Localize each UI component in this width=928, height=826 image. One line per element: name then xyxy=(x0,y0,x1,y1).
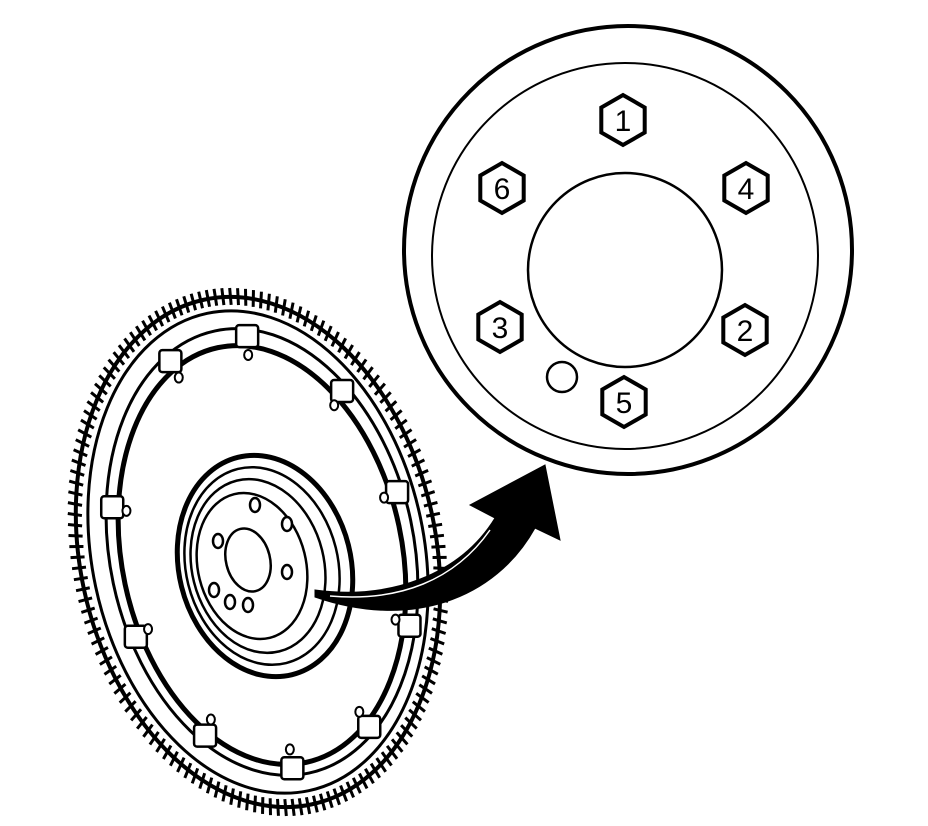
rim-hole xyxy=(173,371,184,384)
rim-hole xyxy=(379,491,390,504)
bolt-number-5: 5 xyxy=(616,387,633,420)
balance-tab xyxy=(384,479,410,505)
hub-ring-2 xyxy=(183,465,341,667)
rim-hole xyxy=(121,504,132,517)
balance-tab xyxy=(234,323,260,349)
balance-tab xyxy=(329,378,355,404)
bolt-head-4 xyxy=(722,160,770,216)
rim-hole xyxy=(284,743,295,756)
balance-tab xyxy=(356,714,382,740)
callout-arrow xyxy=(314,464,561,611)
bolt-number-3: 3 xyxy=(492,312,509,345)
hub-ring-4 xyxy=(195,491,309,641)
hub-bolt-hole xyxy=(241,596,255,614)
hub-bolt-holes xyxy=(207,496,294,614)
flywheel xyxy=(67,287,449,817)
rim-hole xyxy=(390,613,401,626)
balance-tabs xyxy=(99,323,422,781)
hub-center-bore xyxy=(224,527,272,593)
ring-gear-outer xyxy=(73,294,443,810)
hub-bolt-hole xyxy=(280,515,294,533)
bolt-head-3 xyxy=(476,299,524,355)
balance-tab xyxy=(280,755,305,781)
hub-bolt-hole xyxy=(211,532,225,550)
callout-arrow-highlight xyxy=(329,529,491,598)
bolt-head-1 xyxy=(599,92,647,148)
rim-hole xyxy=(143,623,154,636)
detail-center-bore xyxy=(526,171,724,369)
detail-dowel-hole xyxy=(545,360,579,394)
bolt-number-1: 1 xyxy=(615,105,632,138)
rim-hole xyxy=(243,348,254,361)
bolt-number-4: 4 xyxy=(738,173,755,206)
rim-hole xyxy=(329,399,340,412)
detail-bolt-circle xyxy=(431,62,819,450)
bolt-head-6 xyxy=(478,160,526,216)
balance-tab xyxy=(158,348,183,374)
balance-tab xyxy=(192,723,218,748)
balance-tab xyxy=(397,613,422,639)
bolt-number-2: 2 xyxy=(737,315,754,348)
hub-bolt-hole xyxy=(223,593,237,611)
hub-bolt-hole xyxy=(280,563,294,581)
balance-tab xyxy=(123,624,149,650)
balance-tab xyxy=(99,495,125,520)
hub-ring-3 xyxy=(189,477,327,655)
hub-bolt-hole xyxy=(207,581,221,599)
bolt-number-6: 6 xyxy=(494,173,511,206)
rim-hole xyxy=(205,713,216,726)
rim-hole xyxy=(354,705,365,718)
flywheel-inner-rim xyxy=(115,343,409,767)
bolt-head-5 xyxy=(600,374,648,430)
hub-bolt-hole xyxy=(248,496,262,514)
bolt-head-2 xyxy=(721,302,769,358)
detail-view: 1 2 3 4 5 6 xyxy=(402,24,854,476)
bolt-heads: 1 2 3 4 5 6 xyxy=(476,92,770,430)
